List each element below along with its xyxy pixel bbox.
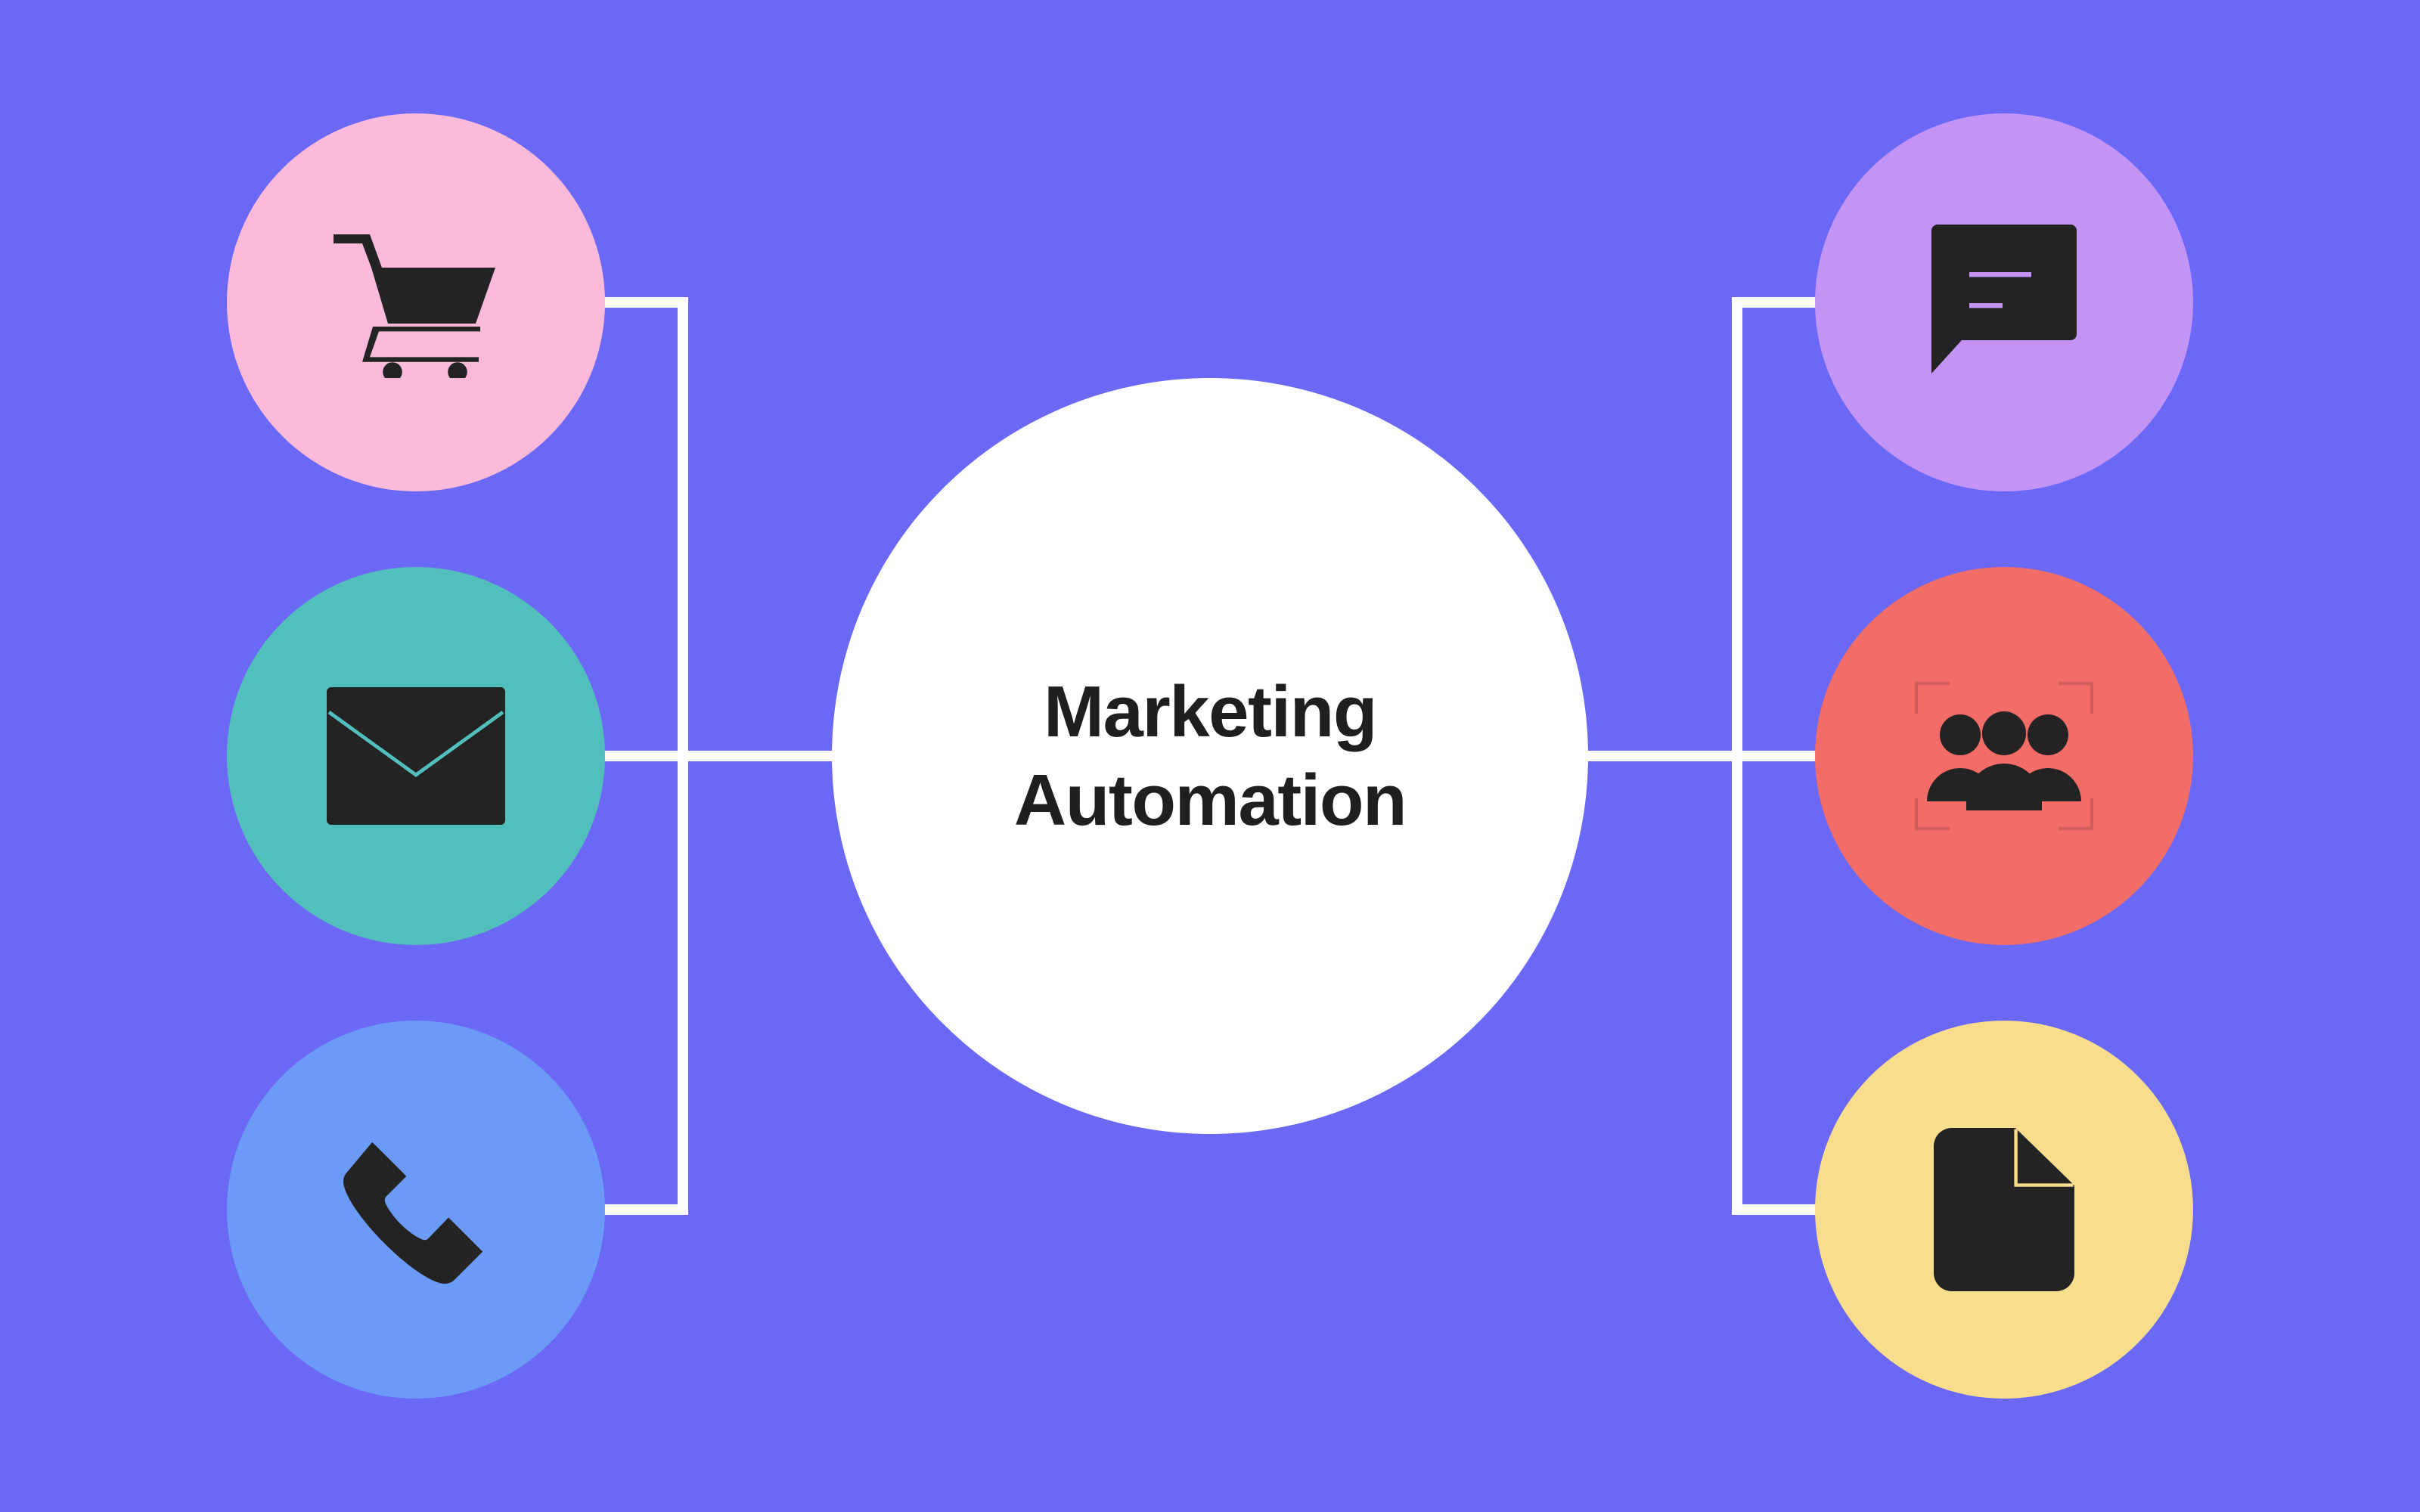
node-ecommerce[interactable] — [227, 113, 605, 491]
chat-bubble-icon — [1925, 224, 2083, 381]
envelope-icon — [327, 687, 505, 825]
node-email[interactable] — [227, 567, 605, 945]
shopping-cart-icon — [329, 227, 503, 382]
node-content[interactable] — [1815, 1021, 2193, 1399]
people-group-icon — [1913, 680, 2095, 832]
phone-handset-icon — [337, 1130, 495, 1289]
node-phone[interactable] — [227, 1021, 605, 1399]
node-audience[interactable] — [1815, 567, 2193, 945]
node-chat[interactable] — [1815, 113, 2193, 491]
document-icon — [1934, 1128, 2074, 1291]
page-title: Marketing Automation — [1013, 671, 1407, 841]
center-hub[interactable]: Marketing Automation — [832, 378, 1588, 1134]
